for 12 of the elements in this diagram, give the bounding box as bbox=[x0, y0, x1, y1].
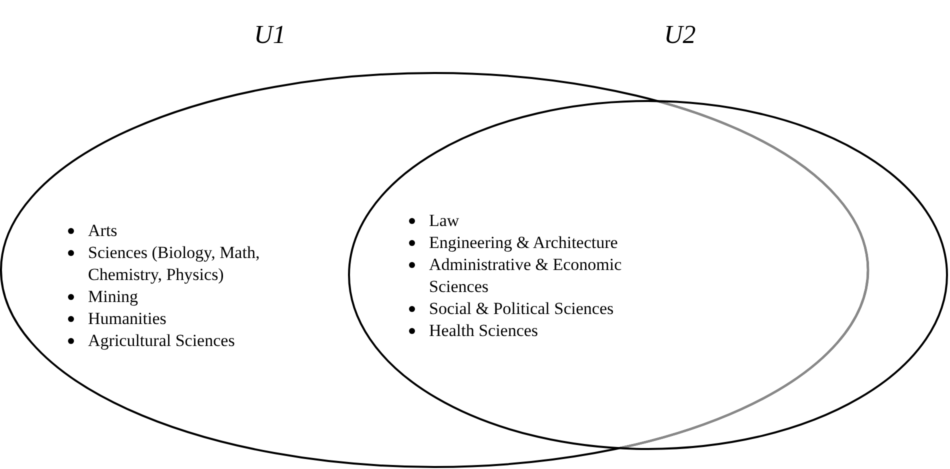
list-item: Humanities bbox=[88, 308, 166, 330]
list-item: Agricultural Sciences bbox=[88, 330, 235, 352]
list-item: Administrative & Economic Sciences bbox=[429, 254, 623, 298]
list-item: Sciences (Biology, Math, Chemistry, Physics) bbox=[88, 242, 261, 286]
list-item: Mining bbox=[88, 286, 138, 308]
set-label: U2 bbox=[664, 20, 696, 50]
list-item: Engineering & Architecture bbox=[429, 232, 618, 254]
set-label: U1 bbox=[254, 20, 286, 50]
list-item: Arts bbox=[88, 220, 118, 242]
list-item: Social & Political Sciences bbox=[429, 298, 614, 320]
list-item: Health Sciences bbox=[429, 320, 538, 342]
list-item: Law bbox=[429, 210, 460, 232]
